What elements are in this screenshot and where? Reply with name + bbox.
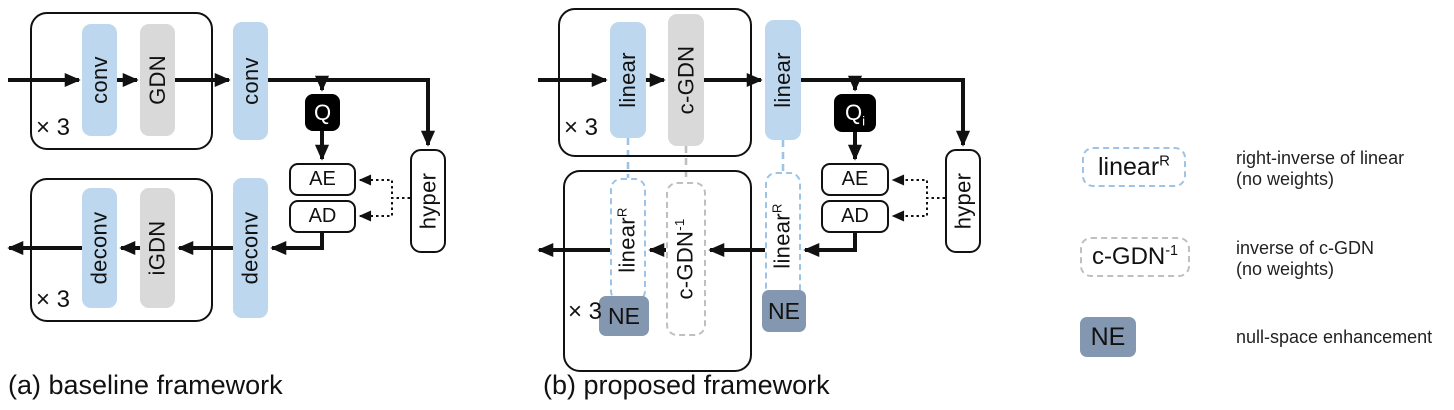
legend-cgdn-inverse-desc-line1: inverse of c-GDN (1236, 238, 1375, 258)
baseline-hyper-label: hyper (415, 172, 441, 230)
baseline-conv-out-block: conv (233, 22, 268, 140)
proposed-linear-out-block: linear (765, 20, 801, 140)
proposed-quantizer-subscript: i (862, 113, 866, 129)
proposed-quantizer-base: Q (844, 100, 863, 125)
inverse-connector-dashes (626, 138, 785, 182)
legend-cgdn-inverse-label: c-GDN-1 (1092, 243, 1178, 271)
baseline-ae-block: AE (289, 163, 356, 196)
proposed-ae-block: AE (821, 163, 889, 196)
legend-linear-rinv-sup: R (1159, 152, 1170, 170)
legend-ne-label: NE (1090, 322, 1126, 351)
baseline-quantizer-label: Q (313, 99, 332, 125)
baseline-caption: (a) baseline framework (8, 370, 283, 400)
proposed-quantizer-label: Qi (844, 100, 866, 129)
baseline-conv-out-label: conv (237, 57, 263, 105)
baseline-deconv-out-block: deconv (233, 178, 268, 318)
baseline-deconv-block: deconv (82, 188, 117, 308)
legend-cgdn-inverse-desc-line2: (no weights) (1236, 259, 1335, 279)
proposed-encoder-repeat-label: × 3 (564, 114, 599, 141)
proposed-ne-outer-label: NE (768, 297, 800, 324)
proposed-linear-rinv-outer-label: linearR (770, 203, 796, 268)
legend-ne-desc: null-space enhancement (1236, 327, 1433, 347)
proposed-cgdn-label: c-GDN (673, 45, 698, 115)
legend-cgdn-inverse-sup: -1 (1165, 243, 1179, 259)
legend-cgdn-inverse-desc: inverse of c-GDN (no weights) (1236, 238, 1374, 280)
proposed-hyper-label: hyper (950, 172, 976, 230)
hyper-dotted-arrows (358, 174, 945, 222)
legend-cgdn-inverse-base: c-GDN (1091, 243, 1166, 270)
baseline-conv-block: conv (82, 24, 117, 136)
proposed-linear-out-label: linear (770, 52, 796, 108)
proposed-ne-inner-label: NE (608, 302, 640, 329)
linear-rinv-inner-base: linear (615, 217, 640, 273)
proposed-ad-label: AD (841, 205, 869, 227)
proposed-cgdn-inverse-label: c-GDN-1 (673, 218, 699, 299)
baseline-decoder-repeat-label: × 3 (36, 286, 71, 313)
cgdn-inverse-base: c-GDN (673, 230, 699, 300)
linear-rinv-outer-sup: R (769, 203, 785, 214)
linear-rinv-inner-sup: R (614, 207, 630, 218)
baseline-igdn-block: iGDN (140, 188, 175, 308)
legend-linear-rinv-desc-line2: (no weights) (1236, 169, 1335, 189)
baseline-igdn-label: iGDN (144, 220, 170, 276)
baseline-decoder-repeat-frame (30, 178, 213, 322)
proposed-linear-rinv-outer-block: linearR (765, 172, 801, 300)
proposed-decoder-repeat-label: × 3 (568, 298, 603, 325)
legend-linear-rinv-desc-line1: right-inverse of linear (1236, 148, 1405, 168)
baseline-deconv-out-label: deconv (237, 211, 263, 285)
baseline-ae-label: AE (309, 168, 336, 190)
proposed-linear-label: linear (615, 52, 641, 108)
cgdn-inverse-sup: -1 (672, 218, 688, 231)
baseline-quantizer-block: Q (305, 94, 340, 131)
legend-ne-swatch: NE (1080, 317, 1136, 357)
proposed-cgdn-block: c-GDN (668, 14, 704, 146)
legend-linear-rinv-label: linearR (1098, 153, 1170, 182)
baseline-deconv-label: deconv (86, 211, 112, 285)
proposed-ae-label: AE (841, 168, 869, 190)
legend-linear-rinv-base: linear (1098, 152, 1160, 181)
proposed-linear-rinv-inner-label: linearR (615, 207, 641, 272)
solid-flow-arrows (7, 72, 971, 258)
proposed-ad-block: AD (821, 200, 889, 233)
baseline-gdn-label: GDN (144, 55, 170, 105)
baseline-hyper-block: hyper (410, 149, 446, 253)
legend-linear-rinv-swatch: linearR (1082, 147, 1186, 187)
proposed-ne-inner-block: NE (599, 296, 649, 336)
proposed-hyper-block: hyper (945, 149, 981, 253)
linear-rinv-outer-base: linear (770, 213, 795, 269)
baseline-encoder-repeat-label: × 3 (36, 114, 71, 141)
proposed-linear-block: linear (610, 22, 646, 138)
baseline-encoder-repeat-frame (30, 12, 213, 150)
proposed-decoder-repeat-frame (563, 170, 752, 372)
proposed-ne-outer-block: NE (762, 290, 806, 332)
baseline-gdn-block: GDN (140, 24, 175, 136)
proposed-caption: (b) proposed framework (543, 370, 830, 400)
legend-cgdn-inverse-swatch: c-GDN-1 (1080, 237, 1190, 277)
proposed-cgdn-inverse-block: c-GDN-1 (666, 182, 706, 336)
legend-linear-rinv-desc: right-inverse of linear (no weights) (1236, 148, 1404, 190)
baseline-conv-label: conv (86, 56, 112, 104)
proposed-quantizer-block: Qi (834, 94, 876, 132)
proposed-linear-rinv-inner-block: linearR (610, 178, 646, 302)
baseline-ad-block: AD (289, 200, 356, 233)
baseline-ad-label: AD (308, 205, 337, 227)
